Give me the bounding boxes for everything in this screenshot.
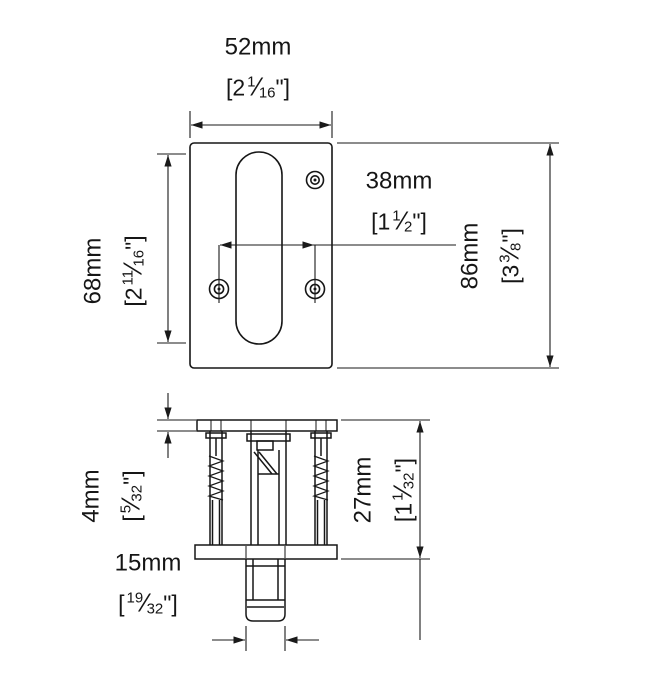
dim-27mm-metric: 27mm <box>349 456 377 524</box>
dim-68mm-lines <box>157 153 186 344</box>
bottom-plate <box>194 544 338 560</box>
dim-27mm-label: 27mm [11⁄32"] <box>346 457 427 524</box>
left-spring-leg <box>205 431 227 545</box>
dim-68mm-label: 68mm [211⁄16"] <box>76 235 157 306</box>
dim-4mm-lines <box>157 393 196 458</box>
dim-68mm-metric: 68mm <box>79 237 107 305</box>
dim-86mm-label: 86mm [33⁄8"] <box>453 223 534 290</box>
top-plate <box>196 419 338 432</box>
dim-27mm-imperial: [11⁄32"] <box>387 457 418 523</box>
dim-52mm-lines <box>189 111 333 138</box>
left-spring-coil <box>207 455 225 501</box>
screw-hole-top-right <box>305 170 325 190</box>
dim-15mm-metric: 15mm <box>114 549 182 577</box>
dim-52mm-metric: 52mm <box>224 33 292 61</box>
dim-15mm-imperial: [19⁄32"] <box>118 587 178 618</box>
finger-slot <box>235 151 283 345</box>
right-spring-coil <box>312 455 330 501</box>
dim-86mm-lines <box>337 142 559 369</box>
front-view-plate <box>189 142 333 369</box>
dim-4mm-imperial: [5⁄32"] <box>115 470 146 522</box>
right-spring-leg <box>310 431 332 545</box>
center-bolt-housing <box>246 431 291 545</box>
dim-38mm-metric: 38mm <box>365 167 433 195</box>
dim-27mm-lines <box>341 419 430 640</box>
dimension-lines <box>157 111 559 651</box>
side-view-mechanism <box>194 419 338 622</box>
dim-15mm-label: 15mm [19⁄32"] <box>115 546 182 627</box>
dim-86mm-metric: 86mm <box>456 222 484 290</box>
dim-38mm-lines <box>218 241 456 303</box>
bolt-pin <box>245 559 286 622</box>
dim-86mm-imperial: [33⁄8"] <box>494 228 525 284</box>
dim-4mm-metric: 4mm <box>77 469 105 523</box>
dim-4mm-label: 4mm [5⁄32"] <box>74 469 155 522</box>
dim-15mm-lines <box>212 626 319 651</box>
dim-68mm-imperial: [211⁄16"] <box>117 235 148 307</box>
